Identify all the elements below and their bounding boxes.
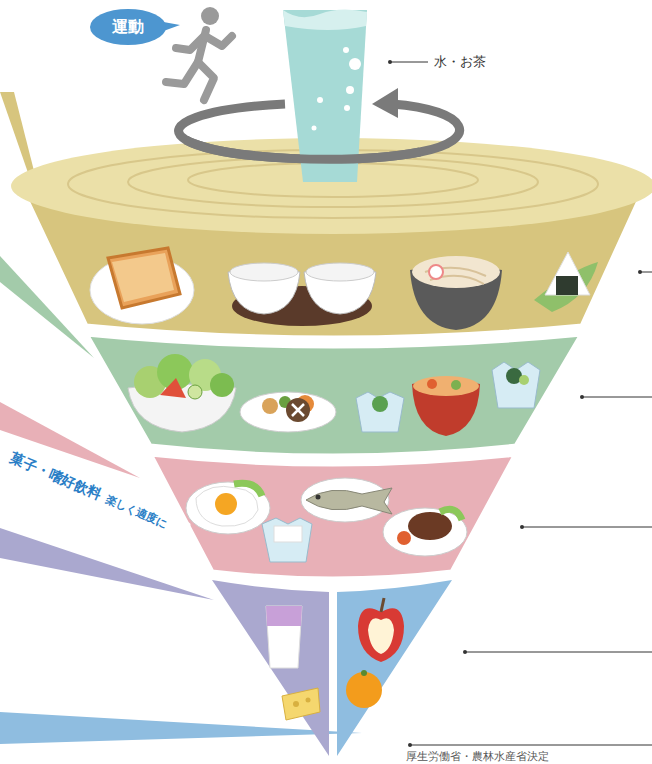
water-label: 水・お茶 xyxy=(434,53,486,71)
grain-foods xyxy=(90,248,598,330)
bubbles xyxy=(312,47,362,131)
water-surface xyxy=(283,9,367,30)
speech-bubble: 運動 xyxy=(90,9,166,45)
milk-fruit-foods xyxy=(266,598,404,720)
fruit-band xyxy=(337,580,452,756)
vegetable-band xyxy=(86,334,582,456)
milk-band xyxy=(212,580,329,756)
runner-figure xyxy=(166,30,232,100)
source-note: 厚生労働省・農林水産省決定 xyxy=(406,750,549,764)
runner-head xyxy=(201,7,219,25)
ribbon-subtext: 楽しく適度に xyxy=(103,494,168,531)
protein-foods xyxy=(186,478,467,562)
rotation-arrow-front xyxy=(186,140,420,159)
bubble-text: 運動 xyxy=(112,18,144,36)
arrow-head xyxy=(372,88,398,118)
leader-lines xyxy=(390,62,652,745)
leader-dots xyxy=(388,60,642,747)
vegetable-foods xyxy=(128,354,540,436)
protein-band xyxy=(150,454,516,579)
bubble-shape xyxy=(90,9,166,45)
